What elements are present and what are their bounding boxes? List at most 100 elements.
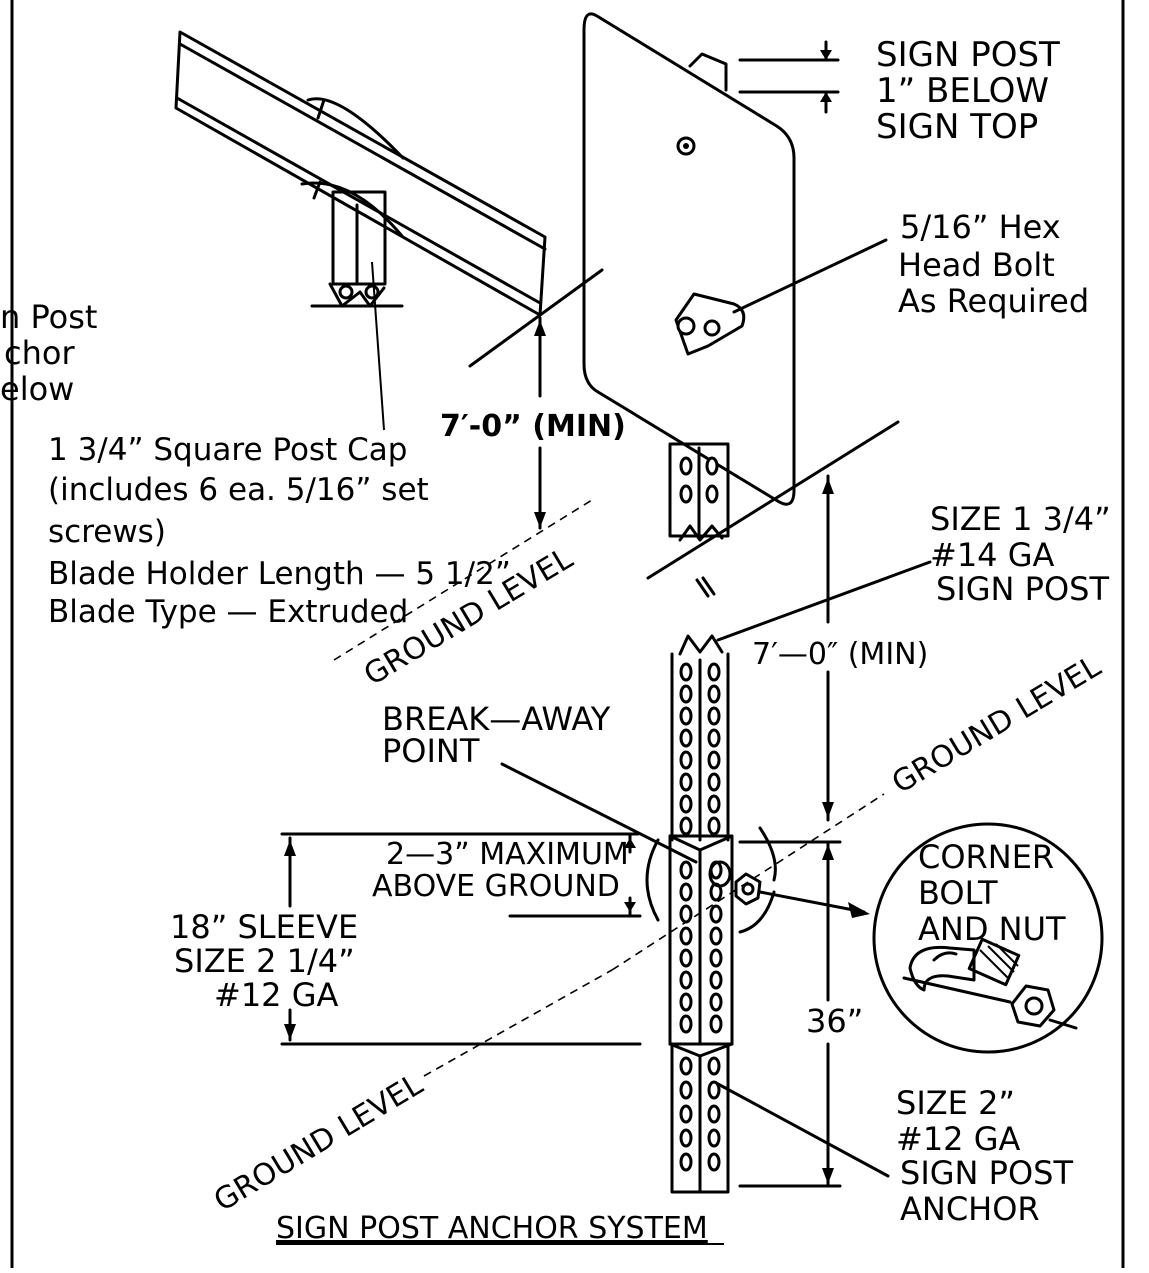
post-hole bbox=[707, 772, 721, 792]
label-anchor-line-1: SIZE 2” bbox=[896, 1084, 1015, 1122]
post-hole bbox=[679, 882, 693, 902]
hex-bolt-leader bbox=[732, 238, 888, 314]
label-size-post-line-1: SIZE 1 3/4” bbox=[930, 500, 1111, 538]
label-max-above-ground-line-1: 2—3” MAXIMUM bbox=[386, 837, 629, 872]
post-hole bbox=[679, 794, 693, 814]
label-max-above-ground: 2—3” MAXIMUM ABOVE GROUND bbox=[372, 837, 629, 904]
label-anchor-depth: 36” bbox=[806, 1002, 863, 1040]
corner-bolt-detail bbox=[872, 822, 1104, 1054]
size-post-leader bbox=[716, 560, 932, 642]
post-hole bbox=[679, 1080, 693, 1100]
post-hole bbox=[707, 1056, 721, 1076]
dim-upper-min-height bbox=[534, 316, 546, 530]
label-anchor-line-3: SIGN POST bbox=[900, 1154, 1073, 1192]
sign-leader-diagonal bbox=[468, 268, 604, 368]
label-max-above-ground-line-2: ABOVE GROUND bbox=[372, 869, 620, 904]
post-hole bbox=[679, 1104, 693, 1124]
post-hole bbox=[707, 816, 721, 836]
label-hex-bolt: 5/16” Hex Head Bolt As Required bbox=[898, 208, 1089, 320]
post-hole bbox=[707, 1104, 721, 1124]
label-post-cap-line-3: screws) bbox=[48, 514, 166, 550]
post-hole bbox=[709, 992, 723, 1012]
post-hole bbox=[707, 794, 721, 814]
upper-sign-post bbox=[668, 442, 730, 598]
post-hole bbox=[709, 948, 723, 968]
post-hole bbox=[679, 1056, 693, 1076]
label-anchor-line-2: #12 GA bbox=[896, 1120, 1021, 1158]
label-post-cap-line-1: 1 3/4” Square Post Cap bbox=[48, 432, 407, 468]
post-hole bbox=[679, 1152, 693, 1172]
post-hole bbox=[679, 684, 693, 704]
post-hole bbox=[709, 1014, 723, 1034]
anchor-leader bbox=[716, 1082, 890, 1178]
label-min-height-upper: 7′-0” (MIN) bbox=[440, 409, 626, 444]
label-sign-post-top-line-1: SIGN POST bbox=[876, 35, 1060, 75]
label-anchor: SIZE 2” #12 GA SIGN POST ANCHOR bbox=[896, 1084, 1073, 1228]
drawing-title: SIGN POST ANCHOR SYSTEM bbox=[276, 1211, 708, 1246]
post-hole bbox=[679, 860, 693, 880]
label-corner-bolt: CORNER BOLT AND NUT bbox=[918, 838, 1066, 948]
post-hole bbox=[707, 684, 721, 704]
label-size-post: SIZE 1 3/4” #14 GA SIGN POST bbox=[930, 500, 1111, 608]
label-corner-bolt-line-1: CORNER bbox=[918, 838, 1054, 876]
post-hole bbox=[679, 816, 693, 836]
dim-sleeve-length bbox=[280, 836, 642, 1046]
label-min-height-lower: 7′—0″ (MIN) bbox=[752, 637, 928, 672]
post-hole bbox=[707, 1080, 721, 1100]
post-hole bbox=[707, 728, 721, 748]
post-hole bbox=[707, 706, 721, 726]
label-post-cap-line-2: (includes 6 ea. 5/16” set bbox=[48, 472, 429, 508]
label-break-away: BREAK—AWAY POINT bbox=[382, 700, 611, 770]
label-corner-bolt-line-2: BOLT bbox=[918, 874, 998, 912]
label-ground-level-lower: GROUND LEVEL bbox=[208, 1067, 429, 1219]
label-size-post-line-2: #14 GA bbox=[930, 536, 1055, 574]
dim-anchor-depth bbox=[738, 840, 842, 1188]
label-sign-post-top: SIGN POST 1” BELOW SIGN TOP bbox=[876, 35, 1060, 147]
post-hole bbox=[679, 662, 693, 682]
post-hole bbox=[679, 772, 693, 792]
post-hole bbox=[707, 662, 721, 682]
ground-line-lower bbox=[423, 969, 613, 1077]
label-post-cap-line-4: Blade Holder Length — 5 1/2” bbox=[48, 556, 511, 592]
label-break-away-line-1: BREAK—AWAY bbox=[382, 700, 611, 738]
label-hex-bolt-line-3: As Required bbox=[898, 282, 1089, 320]
label-sleeve-line-2: SIZE 2 1/4” bbox=[174, 942, 355, 980]
label-hex-bolt-line-2: Head Bolt bbox=[898, 246, 1055, 284]
post-hole bbox=[679, 1014, 693, 1034]
detail-leader-arrow bbox=[848, 902, 870, 918]
dim-max-above-ground bbox=[280, 832, 642, 918]
label-hex-bolt-line-1: 5/16” Hex bbox=[900, 208, 1061, 246]
street-blade-assembly bbox=[174, 30, 547, 431]
label-corner-bolt-line-3: AND NUT bbox=[918, 910, 1066, 948]
post-hole bbox=[679, 970, 693, 990]
label-sign-post-top-line-3: SIGN TOP bbox=[876, 107, 1038, 147]
post-hole bbox=[709, 926, 723, 946]
label-size-post-line-3: SIGN POST bbox=[936, 570, 1109, 608]
label-post-anchor-cut-line-3: elow bbox=[0, 370, 74, 408]
post-hole bbox=[709, 970, 723, 990]
label-break-away-line-2: POINT bbox=[382, 732, 480, 770]
anchor-post bbox=[670, 1042, 730, 1194]
label-post-anchor-cut-line-2: chor bbox=[4, 334, 75, 372]
main-sign-post bbox=[670, 634, 730, 842]
post-hole bbox=[679, 750, 693, 770]
post-hole bbox=[707, 750, 721, 770]
label-post-anchor-cut: n Post chor elow bbox=[0, 298, 97, 408]
post-hole bbox=[679, 926, 693, 946]
label-post-anchor-cut-line-1: n Post bbox=[0, 298, 97, 336]
post-hole bbox=[679, 904, 693, 924]
break-away-leader bbox=[500, 762, 698, 864]
post-hole bbox=[707, 1128, 721, 1148]
post-hole bbox=[709, 904, 723, 924]
label-anchor-line-4: ANCHOR bbox=[900, 1190, 1040, 1228]
detail-leader bbox=[758, 890, 866, 914]
post-hole bbox=[679, 992, 693, 1012]
ground-solid-upper bbox=[646, 420, 900, 580]
dim-sign-post-below-top bbox=[738, 40, 840, 114]
label-post-cap-line-5: Blade Type — Extruded bbox=[48, 594, 408, 630]
post-hole bbox=[679, 706, 693, 726]
label-sign-post-top-line-2: 1” BELOW bbox=[876, 71, 1049, 111]
sign-panel bbox=[582, 12, 796, 506]
